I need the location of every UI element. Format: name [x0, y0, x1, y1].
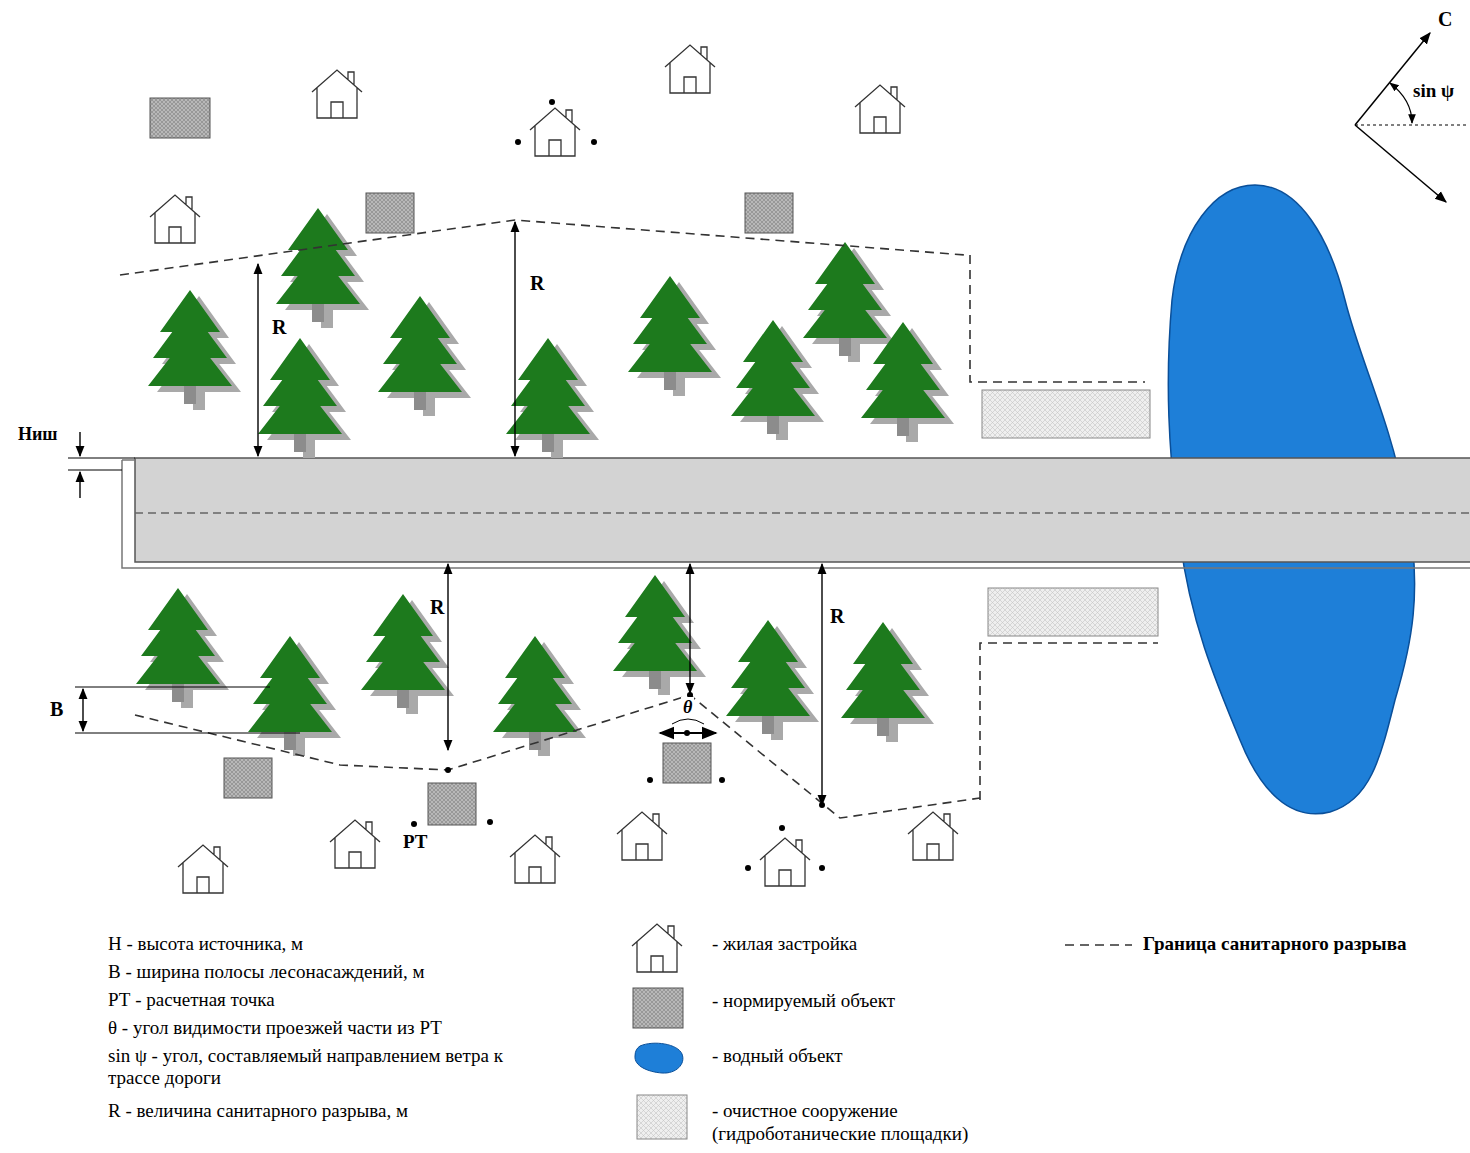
tree: [841, 622, 934, 742]
tree: [493, 636, 586, 756]
treatment-facilities: [982, 390, 1158, 636]
tree: [726, 620, 819, 740]
point-dot: [684, 730, 690, 736]
house-icon: [330, 820, 380, 868]
house-icon: [312, 70, 362, 118]
trees: [136, 208, 954, 756]
symbol-note: sin ψ - угол, составляемый направлением …: [108, 1045, 548, 1089]
point-dot: [719, 777, 725, 783]
point-dot: [819, 802, 825, 808]
normed-object: [150, 98, 210, 138]
tree: [258, 338, 351, 458]
wind-compass: [1355, 33, 1468, 202]
tree: [276, 208, 369, 328]
legend-boundary-sample: [1065, 945, 1132, 946]
normed-object: [663, 743, 711, 783]
house-icon: [855, 85, 905, 133]
normed-object: [745, 193, 793, 233]
tree: [613, 575, 706, 695]
tree: [148, 290, 241, 410]
diagram-label: Ниш: [18, 424, 58, 445]
diagram-label: B: [50, 698, 63, 721]
tree: [378, 296, 471, 416]
legend-text: - жилая застройка: [712, 933, 1032, 956]
point-dot: [411, 821, 417, 827]
tree: [136, 588, 229, 708]
tree: [506, 338, 599, 458]
symbol-note: R - величина санитарного разрыва, м: [108, 1100, 408, 1122]
house-icon: [530, 108, 580, 156]
house-icon: [178, 845, 228, 893]
diagram-label: R: [828, 605, 846, 628]
legend-swatch: [630, 922, 690, 974]
calc-points: [411, 99, 825, 871]
diagram-label: sin ψ: [1413, 80, 1454, 102]
diagram-label: θ: [681, 697, 694, 718]
normed-object: [428, 783, 476, 825]
legend-swatch: [636, 1093, 696, 1145]
tree: [248, 636, 341, 756]
normed-objects: [150, 98, 793, 825]
point-dot: [487, 819, 493, 825]
legend-text: - нормируемый объект: [712, 990, 1032, 1013]
point-dot: [819, 865, 825, 871]
symbol-note: B - ширина полосы лесонасаждений, м: [108, 961, 424, 983]
diagram-label: РТ: [403, 831, 428, 853]
houses: [150, 45, 958, 893]
legend-text: - очистное сооружение (гидроботанические…: [712, 1100, 1002, 1146]
tree: [361, 594, 454, 714]
diagram-label: С: [1438, 8, 1452, 31]
normed-object: [224, 758, 272, 798]
tree: [861, 322, 954, 442]
diagram-label: R: [528, 272, 546, 295]
house-icon: [150, 195, 200, 243]
tree: [803, 242, 896, 362]
legend-text: - водный объект: [712, 1045, 1032, 1068]
point-dot: [515, 139, 521, 145]
symbol-note: θ - угол видимости проезжей части из РТ: [108, 1017, 442, 1039]
point-dot: [779, 825, 785, 831]
symbol-note: РТ - расчетная точка: [108, 989, 275, 1011]
diagram-label: R: [270, 316, 288, 339]
point-dot: [549, 99, 555, 105]
legend-swatch: [632, 1040, 692, 1092]
house-icon: [617, 812, 667, 860]
gap-boundary: [120, 220, 1158, 818]
point-dot: [745, 865, 751, 871]
tree: [628, 276, 721, 396]
house-icon: [510, 835, 560, 883]
point-dot: [647, 777, 653, 783]
normed-object: [366, 193, 414, 233]
house-icon: [665, 45, 715, 93]
diagram-label: R: [428, 596, 446, 619]
legend-swatch: [632, 986, 692, 1038]
dimension-arrows: [68, 222, 822, 805]
road: [122, 458, 1470, 568]
house-icon: [908, 812, 958, 860]
point-dot: [445, 767, 451, 773]
legend-text: Граница санитарного разрыва: [1143, 933, 1463, 956]
point-dot: [591, 139, 597, 145]
symbol-note: H - высота источника, м: [108, 933, 303, 955]
house-icon: [760, 838, 810, 886]
